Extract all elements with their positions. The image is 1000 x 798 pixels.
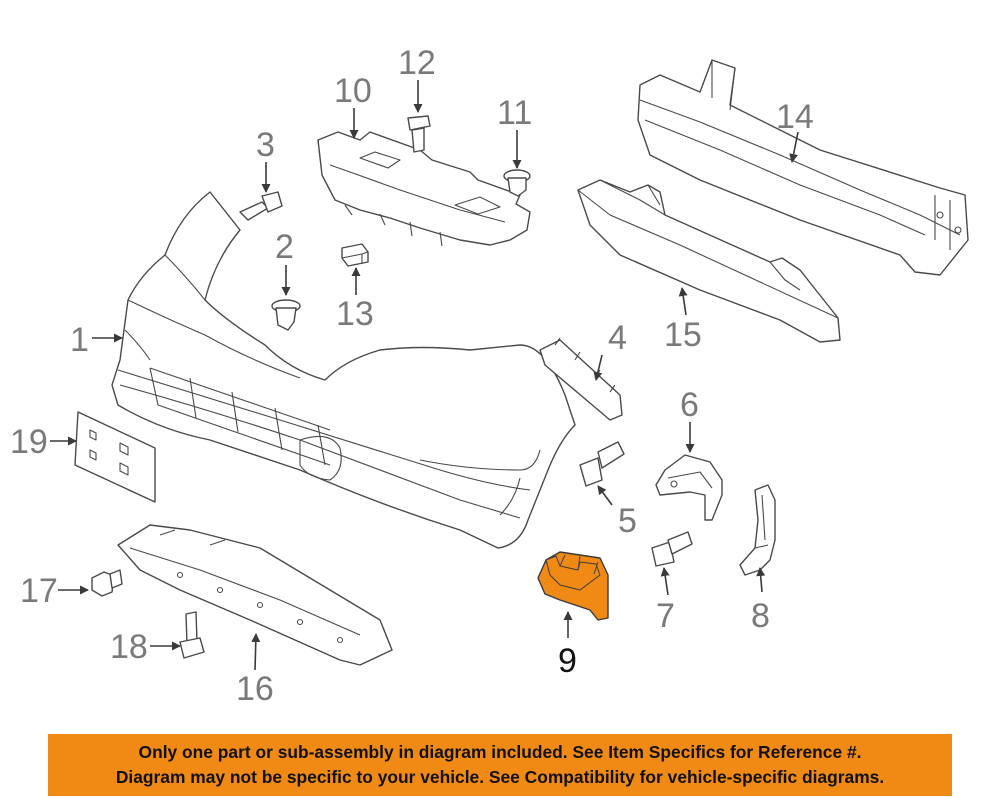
push-clip-11 bbox=[503, 169, 531, 197]
callout-labels: 1 2 3 4 5 6 7 8 9 10 11 12 13 14 15 16 1… bbox=[10, 44, 814, 708]
callout-10: 10 bbox=[334, 72, 372, 110]
callout-3: 3 bbox=[256, 126, 275, 164]
callout-7: 7 bbox=[656, 597, 675, 635]
lower-deflector bbox=[117, 524, 393, 666]
callout-13: 13 bbox=[336, 295, 374, 333]
bumper-cover bbox=[111, 191, 576, 549]
callout-5: 5 bbox=[618, 502, 637, 540]
callout-6: 6 bbox=[680, 386, 699, 424]
support-cover bbox=[317, 131, 531, 247]
push-clip-17 bbox=[91, 569, 123, 597]
leader-lines bbox=[50, 80, 799, 671]
disclaimer-banner: Only one part or sub-assembly in diagram… bbox=[48, 734, 952, 796]
clip-13 bbox=[341, 243, 369, 267]
bracket-6 bbox=[655, 454, 723, 521]
callout-16: 16 bbox=[236, 670, 274, 708]
bolt-12 bbox=[407, 115, 431, 153]
bracket-4 bbox=[539, 337, 623, 421]
reinforcement-beam bbox=[637, 59, 969, 276]
push-clip-2 bbox=[271, 299, 301, 331]
bolt-7 bbox=[651, 531, 693, 567]
callout-18: 18 bbox=[110, 628, 148, 666]
bolt-3 bbox=[239, 191, 283, 221]
callout-11: 11 bbox=[497, 94, 532, 132]
callout-12: 12 bbox=[398, 44, 436, 82]
callout-2: 2 bbox=[275, 228, 294, 266]
callout-15: 15 bbox=[664, 316, 702, 354]
callout-17: 17 bbox=[20, 572, 58, 610]
energy-absorber bbox=[577, 179, 841, 343]
disclaimer-line-2: Diagram may not be specific to your vehi… bbox=[115, 767, 885, 787]
callout-8: 8 bbox=[751, 597, 770, 635]
disclaimer-line-1: Only one part or sub-assembly in diagram… bbox=[138, 742, 862, 762]
license-bracket bbox=[74, 411, 156, 503]
bolt-18 bbox=[179, 611, 205, 659]
callout-19: 19 bbox=[10, 423, 48, 461]
callout-1: 1 bbox=[70, 321, 89, 359]
bolt-5 bbox=[579, 441, 625, 487]
callout-14: 14 bbox=[776, 98, 814, 136]
highlighted-part-9 bbox=[537, 551, 609, 621]
callout-9: 9 bbox=[558, 642, 577, 680]
callout-4: 4 bbox=[608, 319, 627, 357]
bracket-8 bbox=[739, 484, 776, 576]
